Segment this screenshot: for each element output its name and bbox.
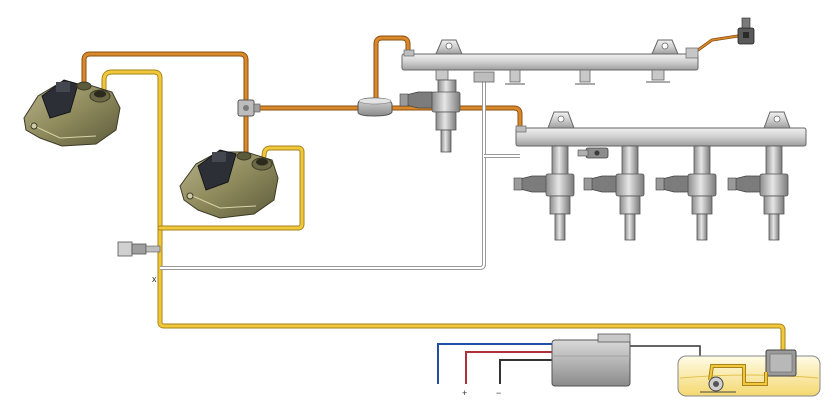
- electric-fuel-pump: [700, 349, 797, 393]
- pressure-distributor: [237, 99, 261, 117]
- return-lines: [160, 82, 520, 270]
- fuel-tank: [677, 355, 821, 397]
- sensor-line-top: [696, 34, 740, 52]
- injector-lower-3: [655, 145, 717, 241]
- pressure-regulator: [577, 147, 609, 159]
- wire-red: [465, 351, 552, 384]
- low-pressure-lines: [101, 69, 786, 355]
- injector-lower-2: [583, 145, 645, 241]
- wire-blue: [437, 343, 552, 384]
- injector-upper-1: [399, 79, 461, 153]
- plus-label: +: [462, 388, 467, 398]
- injectors-lower: [513, 145, 789, 241]
- minus-label: −: [496, 388, 501, 398]
- pressure-sensor: [737, 17, 755, 45]
- wiring: [437, 343, 701, 384]
- fuel-rail-upper: [401, 39, 699, 85]
- svg-text:x: x: [152, 274, 157, 284]
- low-pressure-sensor: x: [117, 241, 161, 284]
- high-pressure-pump-1: [23, 79, 121, 147]
- fuel-rail-lower: [515, 111, 807, 147]
- wire-dark: [499, 359, 552, 384]
- injector-lower-4: [727, 145, 789, 241]
- fuel-filter: [551, 333, 631, 387]
- pressure-damper: [357, 97, 393, 117]
- high-pressure-pump-2: [179, 149, 279, 219]
- high-pressure-lines: [81, 34, 740, 155]
- injector-lower-1: [513, 145, 575, 241]
